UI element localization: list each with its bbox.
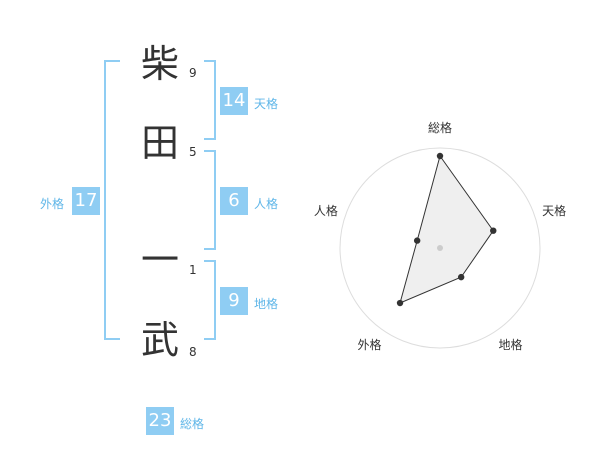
radar-center (437, 245, 443, 251)
stroke-count-1: 9 (189, 66, 197, 80)
radar-point-4 (396, 299, 404, 307)
radar-axis-label-1: 総格 (428, 120, 452, 135)
name-char-1: 柴 (140, 42, 179, 86)
tenkaku-value: 14 (220, 87, 248, 115)
radar-point-1 (436, 152, 444, 160)
name-char-2: 田 (140, 121, 179, 165)
radar-axis-label-4: 外格 (357, 337, 381, 352)
stroke-count-2: 5 (189, 145, 197, 159)
jinkaku-value: 6 (220, 187, 248, 215)
radar-area (399, 154, 494, 304)
soukaku-label: 総格 (180, 417, 205, 431)
name-char-4: 武 (140, 318, 179, 362)
radar-points (396, 152, 497, 307)
gaikaku-value: 17 (72, 187, 100, 215)
radar-axis-label-3: 地格 (499, 337, 523, 352)
gaikaku-bracket-bottom (104, 338, 120, 340)
tenkaku-label: 天格 (254, 97, 279, 111)
jinkaku-label: 人格 (254, 197, 279, 211)
stroke-count-3: 1 (189, 263, 197, 277)
tenkaku-bracket (214, 60, 216, 140)
chikaku-value: 9 (220, 287, 248, 315)
chikaku-label: 地格 (254, 297, 279, 311)
radar-point-5 (413, 237, 421, 244)
gaikaku-label: 外格 (40, 197, 65, 211)
radar-axis-label-2: 天格 (542, 203, 566, 218)
gaikaku-bracket (104, 60, 106, 340)
name-char-3: 一 (140, 238, 179, 282)
jinkaku-bracket (214, 150, 216, 250)
chikaku-bracket (214, 260, 216, 340)
soukaku-value: 23 (146, 407, 174, 435)
radar-point-2 (490, 227, 497, 234)
radar-axis-label-5: 人格 (314, 203, 338, 218)
gaikaku-bracket-top (104, 60, 120, 62)
radar-point-3 (457, 273, 465, 281)
stroke-count-4: 8 (189, 345, 197, 359)
